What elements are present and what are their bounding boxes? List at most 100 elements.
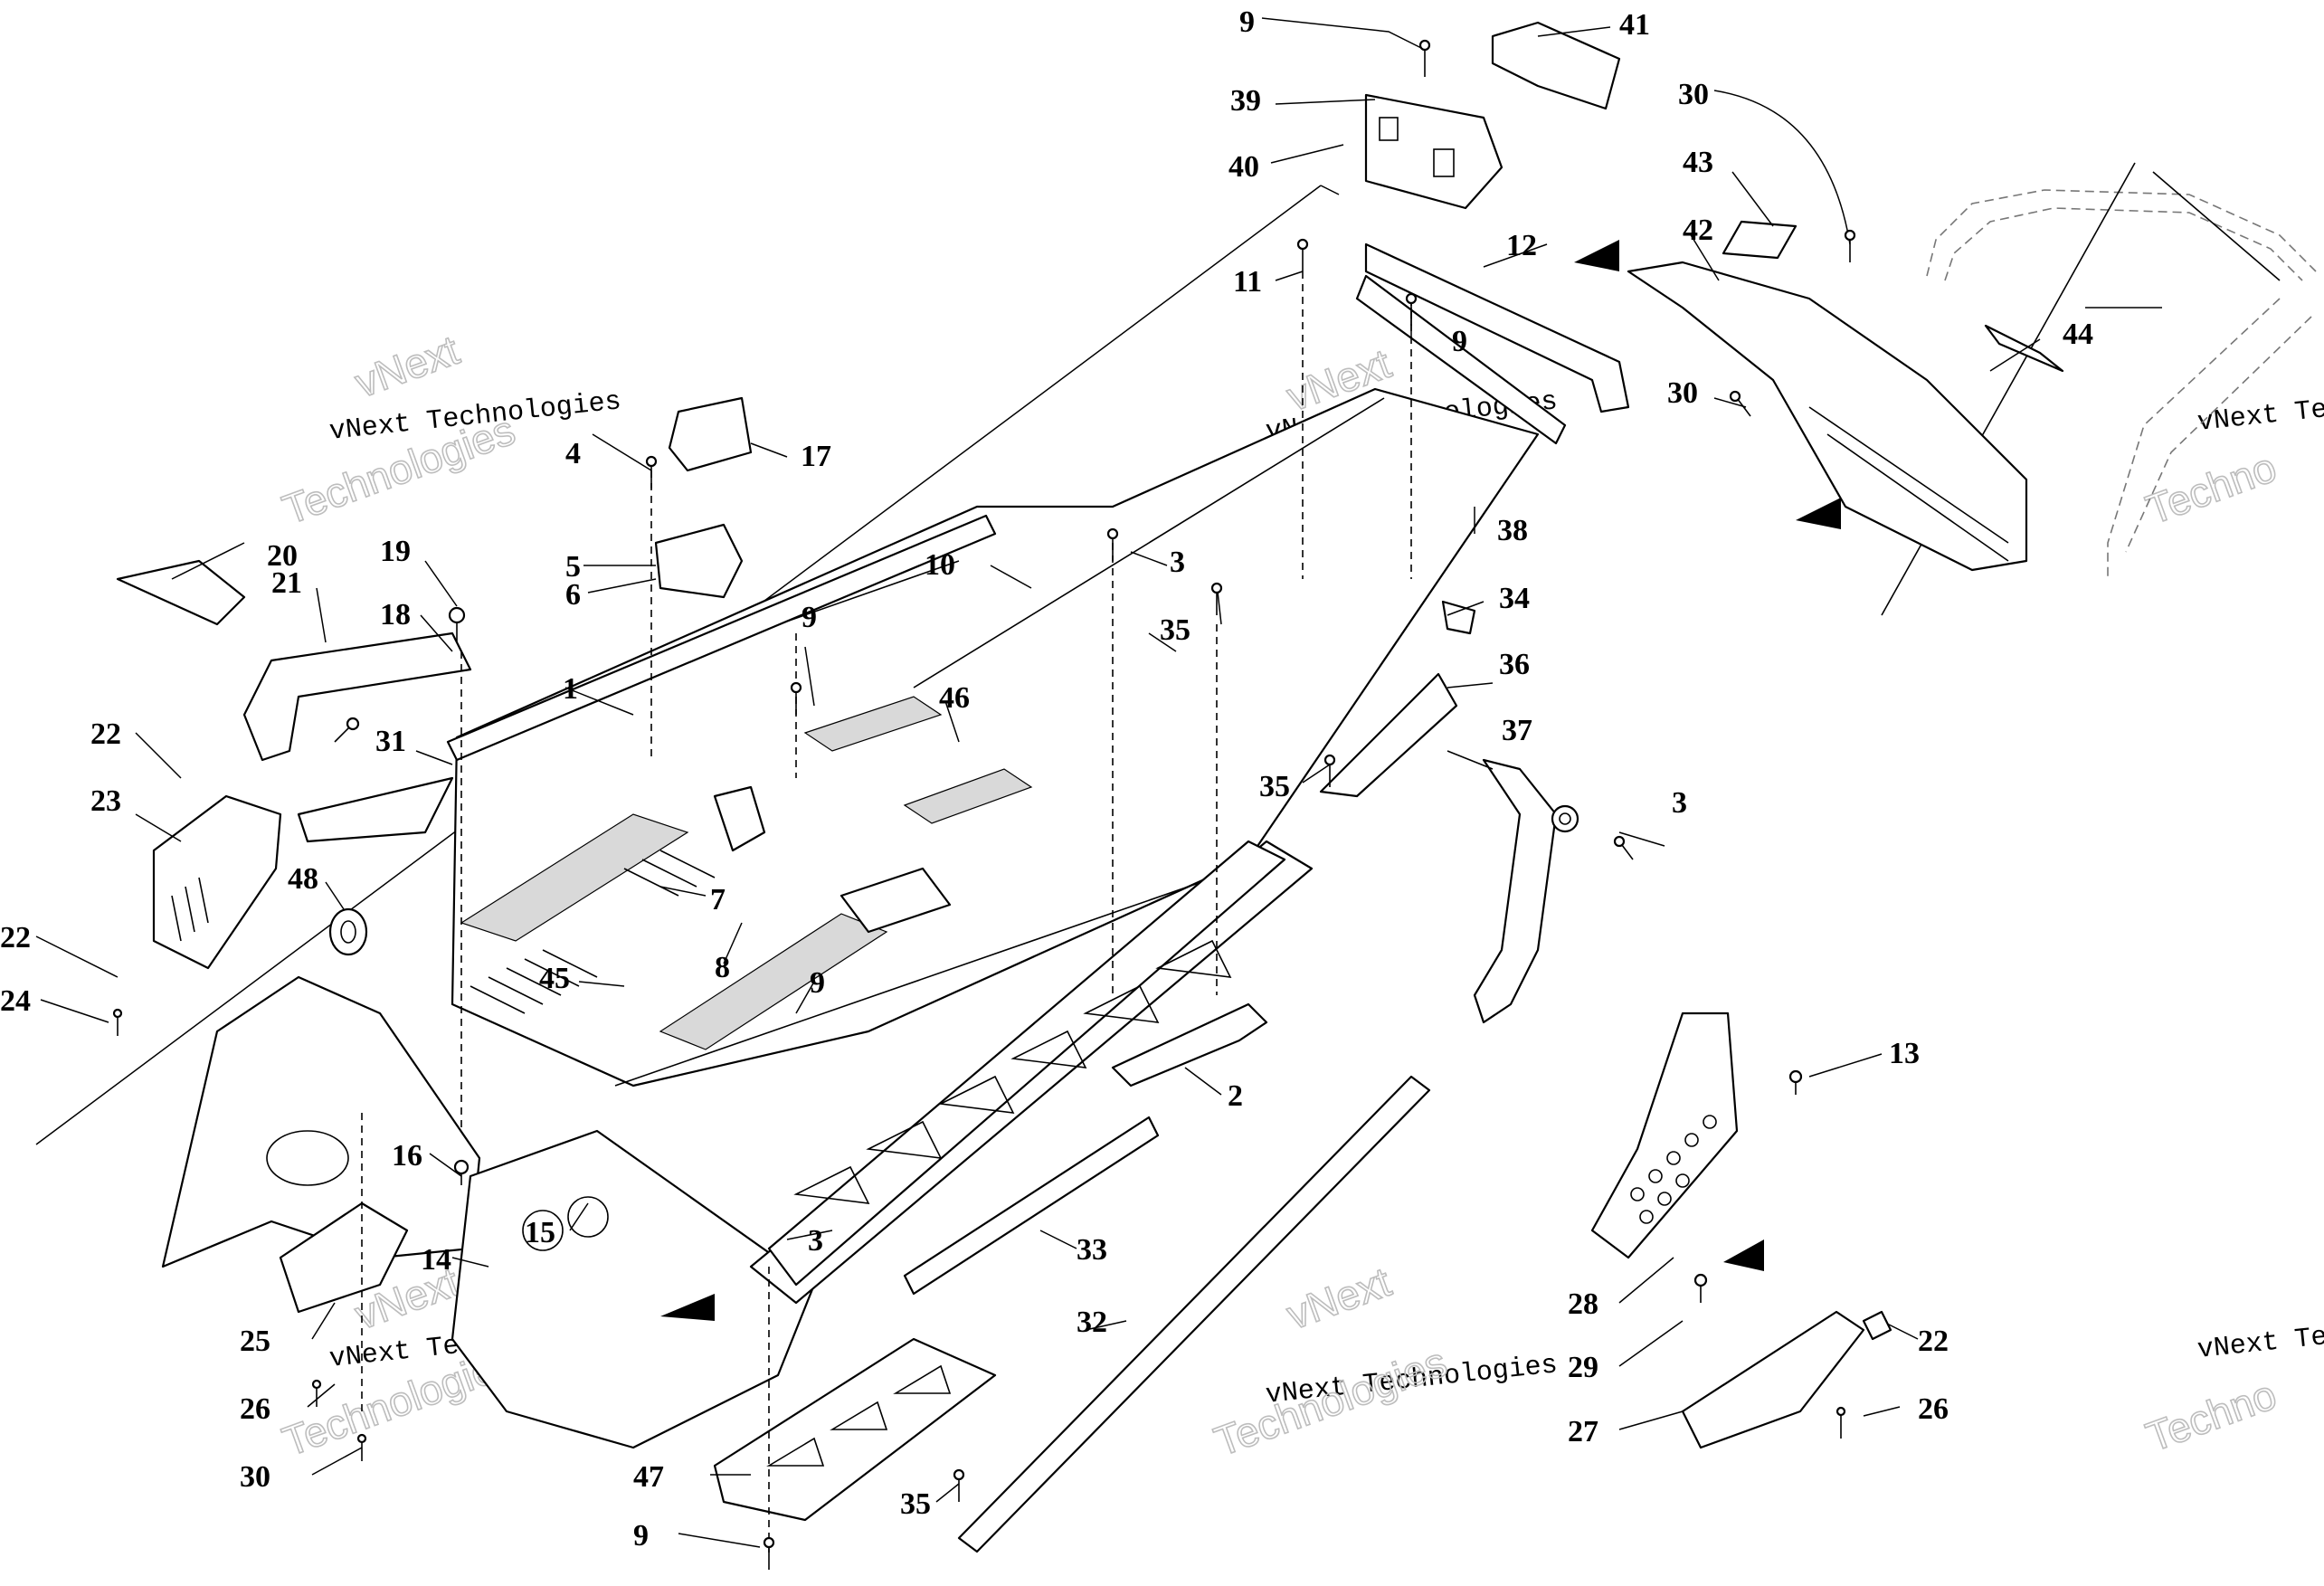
callout-41: 41	[1619, 8, 1650, 42]
callout-48: 48	[288, 862, 318, 896]
part-31-plate	[297, 776, 454, 843]
deck-slots	[470, 850, 716, 1014]
callout-3: 3	[1170, 546, 1185, 579]
callout-10: 10	[925, 548, 955, 582]
callout-23: 23	[90, 784, 121, 818]
traction-pad-46a	[803, 696, 943, 752]
part-37-strap	[1473, 758, 1558, 1024]
callout-40: 40	[1228, 150, 1259, 184]
callout-4: 4	[565, 437, 581, 470]
callout-35: 35	[900, 1487, 931, 1521]
part-23-heat-shield	[152, 794, 282, 970]
callout-37: 37	[1502, 714, 1532, 747]
part-17-cover	[668, 396, 753, 472]
running-board-47-cutouts	[766, 1364, 952, 1467]
callout-38: 38	[1497, 514, 1528, 547]
callout-9: 9	[1239, 5, 1255, 39]
callout-12: 12	[1506, 229, 1537, 262]
callout-22: 22	[1918, 1325, 1949, 1358]
part-33-rail	[903, 1116, 1160, 1296]
part-41-seat-cover	[1491, 21, 1621, 110]
callout-46: 46	[939, 681, 970, 715]
callout-26: 26	[1918, 1392, 1949, 1426]
part-25-toe-hold	[279, 1201, 409, 1314]
callout-2: 2	[1228, 1079, 1243, 1113]
tunnel-chassis	[35, 185, 1567, 1449]
callout-14: 14	[421, 1243, 451, 1277]
callout-35: 35	[1160, 613, 1190, 647]
callout-30: 30	[1667, 376, 1698, 410]
callout-16: 16	[392, 1139, 422, 1173]
callout-18: 18	[380, 598, 411, 632]
part-20-cover	[116, 559, 246, 626]
direction-arrow	[1796, 498, 1841, 529]
callout-43: 43	[1683, 146, 1713, 179]
callout-45: 45	[539, 962, 570, 995]
part-12-bracket	[1364, 242, 1630, 413]
callout-20: 20	[267, 539, 298, 573]
part-48-grommet	[328, 907, 368, 956]
callout-42: 42	[1683, 214, 1713, 247]
callout-8: 8	[715, 951, 730, 984]
part-32-rail	[957, 1075, 1431, 1553]
callout-25: 25	[240, 1325, 270, 1358]
callout-34: 34	[1499, 582, 1530, 615]
callout-35: 35	[1259, 770, 1290, 803]
callout-31: 31	[375, 725, 406, 758]
callout-24: 24	[0, 984, 31, 1018]
callout-21: 21	[271, 566, 302, 600]
watermark-tech-clipped: Techno	[2140, 443, 2282, 534]
callout-3: 3	[808, 1224, 823, 1258]
callout-33: 33	[1077, 1233, 1107, 1267]
part-2-bracket	[1111, 1002, 1268, 1087]
callout-17: 17	[801, 440, 831, 473]
part-34-clip	[1441, 600, 1476, 635]
fasteners	[112, 39, 1892, 1570]
callout-9: 9	[1452, 325, 1467, 358]
part-44-decal	[1984, 324, 2064, 373]
callout-22: 22	[0, 921, 31, 954]
callout-9: 9	[802, 601, 817, 634]
traction-pad-46b	[903, 768, 1033, 824]
callout-39: 39	[1230, 84, 1261, 118]
watermark-tech-clipped: Techno	[2140, 1371, 2282, 1461]
footrest-holes	[1630, 1115, 1717, 1224]
part-36-bracket	[1319, 672, 1458, 798]
callout-9: 9	[633, 1519, 649, 1553]
traction-pad-45b	[659, 913, 888, 1050]
callout-26: 26	[240, 1392, 270, 1426]
part-6-bracket	[654, 523, 744, 599]
watermark-company-clipped: vNext Tec	[2196, 393, 2324, 439]
callout-44: 44	[2063, 318, 2093, 351]
callout-15: 15	[525, 1216, 555, 1249]
callout-5: 5	[565, 550, 581, 584]
traction-pad-45a	[460, 813, 689, 942]
watermark-company-clipped: vNext Tec	[2196, 1320, 2324, 1366]
part-18-handle	[242, 632, 472, 762]
part-27-toe-hold	[1681, 1310, 1865, 1449]
direction-arrow	[660, 1294, 715, 1321]
callout-30: 30	[1678, 78, 1709, 111]
watermark-brand: vNext	[349, 326, 465, 406]
callout-29: 29	[1568, 1351, 1598, 1384]
running-board-cutouts	[793, 939, 1232, 1204]
callout-47: 47	[633, 1460, 664, 1494]
callout-27: 27	[1568, 1415, 1598, 1448]
callout-labels: 41 9 39 40 30 43 42 12 11 9 44 30 17 4 5…	[0, 5, 2093, 1553]
callout-11: 11	[1233, 265, 1262, 299]
callout-28: 28	[1568, 1287, 1598, 1321]
callout-9: 9	[810, 966, 825, 1000]
heat-shield-slots	[171, 877, 209, 942]
part-43-decal	[1722, 220, 1798, 260]
callout-36: 36	[1499, 648, 1530, 681]
watermark-brand: vNext	[1281, 1258, 1397, 1338]
callout-13: 13	[1889, 1037, 1920, 1070]
part-42-rear-body	[1627, 261, 2028, 572]
part-13-footrest-bracket	[1590, 1011, 1739, 1259]
leader-lines	[35, 17, 2041, 1548]
assembly-lines	[361, 271, 1412, 1556]
callout-6: 6	[565, 578, 581, 612]
callout-7: 7	[710, 883, 726, 916]
direction-arrow	[1723, 1239, 1764, 1271]
